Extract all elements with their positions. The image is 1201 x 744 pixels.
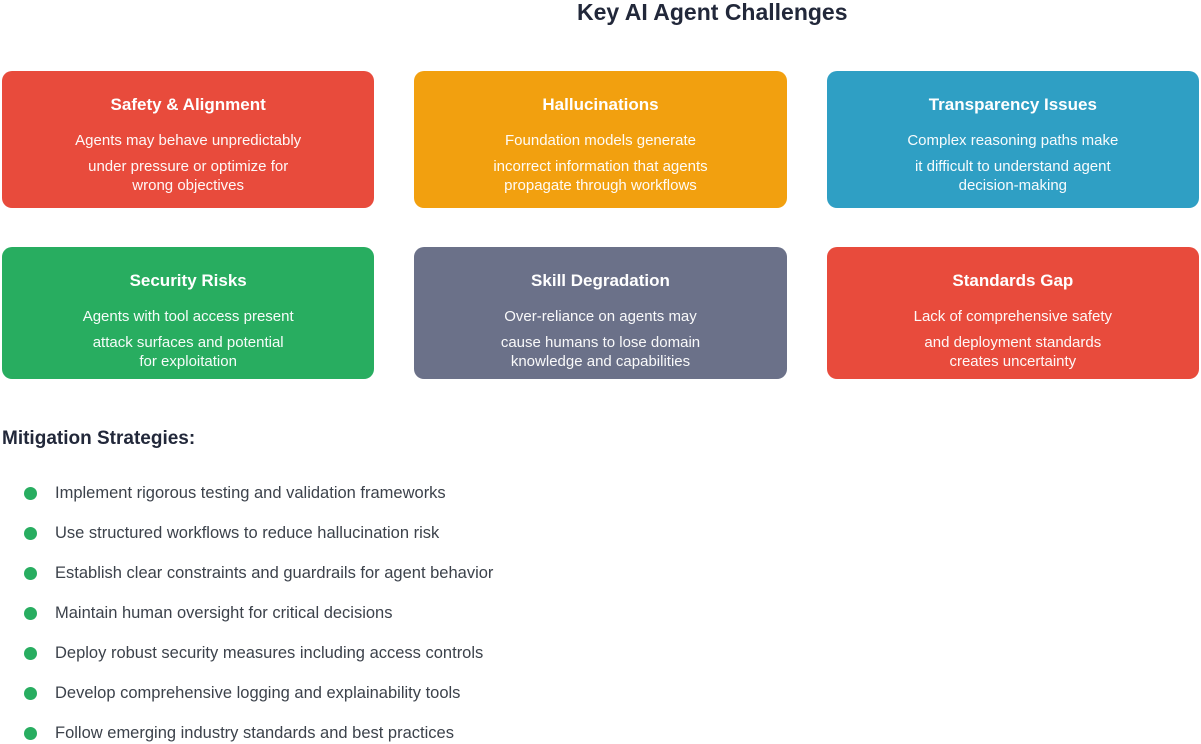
card-body-line: Agents with tool access present <box>82 308 294 325</box>
list-item-label: Use structured workflows to reduce hallu… <box>55 523 440 542</box>
card-title: Safety & Alignment <box>110 95 266 114</box>
bullet-dot-icon <box>24 606 37 620</box>
card-title: Transparency Issues <box>928 95 1097 114</box>
card-body-line: Complex reasoning paths make <box>907 132 1119 149</box>
card-title: Skill Degradation <box>531 271 670 290</box>
bullet-dot-icon <box>24 686 37 700</box>
bullet-dot-icon <box>24 566 37 580</box>
card-body-line: incorrect information that agents propag… <box>493 158 708 194</box>
card-body-line: and deployment standards creates uncerta… <box>924 334 1102 370</box>
list-item: Use structured workflows to reduce hallu… <box>24 513 493 553</box>
card-skill-degradation: Skill Degradation Over-reliance on agent… <box>414 247 787 379</box>
list-item: Maintain human oversight for critical de… <box>24 593 493 633</box>
card-title: Standards Gap <box>952 271 1074 290</box>
bullet-dot-icon <box>24 646 37 660</box>
bullet-dot-icon <box>24 726 37 740</box>
list-item: Follow emerging industry standards and b… <box>24 713 493 744</box>
card-body-line: Foundation models generate <box>505 132 696 149</box>
card-title: Security Risks <box>129 271 247 290</box>
bullet-dot-icon <box>24 526 37 540</box>
card-safety-alignment: Safety & Alignment Agents may behave unp… <box>2 71 375 208</box>
card-transparency-issues: Transparency Issues Complex reasoning pa… <box>826 71 1199 208</box>
card-body-line: Lack of comprehensive safety <box>913 308 1113 325</box>
list-item-label: Follow emerging industry standards and b… <box>55 723 454 742</box>
card-body-line: Over-reliance on agents may <box>504 308 697 325</box>
bullet-dot-icon <box>24 486 37 500</box>
list-item-label: Develop comprehensive logging and explai… <box>55 683 461 702</box>
list-item-label: Deploy robust security measures includin… <box>55 643 484 662</box>
card-body-line: it difficult to understand agent decisio… <box>914 158 1111 194</box>
list-item-label: Maintain human oversight for critical de… <box>55 603 393 622</box>
card-standards-gap: Standards Gap Lack of comprehensive safe… <box>826 247 1199 379</box>
card-body-line: Agents may behave unpredictably <box>75 132 302 149</box>
card-title: Hallucinations <box>542 95 659 114</box>
list-item-label: Implement rigorous testing and validatio… <box>55 483 446 502</box>
list-item-label: Establish clear constraints and guardrai… <box>55 563 494 582</box>
card-body-line: attack surfaces and potential for exploi… <box>92 334 284 370</box>
card-security-risks: Security Risks Agents with tool access p… <box>2 247 375 379</box>
mitigation-list: Implement rigorous testing and validatio… <box>24 473 493 744</box>
page-title: Key AI Agent Challenges <box>577 0 848 25</box>
card-hallucinations: Hallucinations Foundation models generat… <box>414 71 787 208</box>
list-item: Establish clear constraints and guardrai… <box>24 553 493 593</box>
challenge-cards-grid: Safety & Alignment Agents may behave unp… <box>2 71 1199 379</box>
list-item: Develop comprehensive logging and explai… <box>24 673 493 713</box>
card-body-line: under pressure or optimize for wrong obj… <box>88 158 289 194</box>
list-item: Deploy robust security measures includin… <box>24 633 493 673</box>
card-body-line: cause humans to lose domain knowledge an… <box>500 334 701 370</box>
mitigation-heading: Mitigation Strategies: <box>2 428 196 449</box>
list-item: Implement rigorous testing and validatio… <box>24 473 493 513</box>
